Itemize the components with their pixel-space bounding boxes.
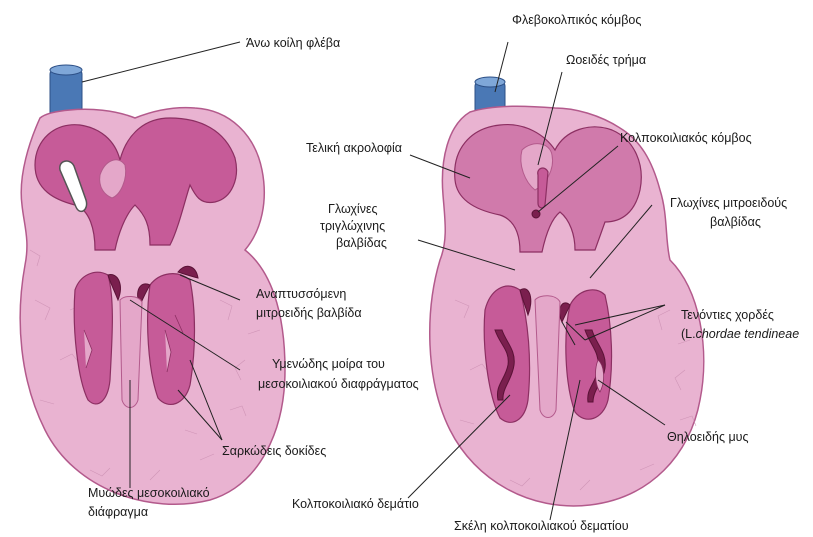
label-chordae-prefix: (L. — [681, 327, 696, 341]
label-membranous-septum-line1: Υμενώδης μοίρα του — [272, 357, 385, 371]
label-developing-mitral-line2: μιτροειδής βαλβίδα — [256, 306, 362, 320]
label-mitral-cusps-line1: Γλωχίνες μιτροειδούς — [670, 196, 787, 210]
left-left-ventricle-cavity — [148, 274, 195, 405]
label-muscular-septum-line2: διάφραγμα — [88, 505, 148, 519]
label-av-bundle: Κολποκοιλιακό δεμάτιο — [292, 497, 419, 511]
label-av-bundle-branches: Σκέλη κολποκοιλιακού δεματίου — [454, 519, 629, 533]
label-tricuspid-cusps-line2: τριγλώχινης — [320, 219, 385, 233]
left-heart-section — [20, 65, 285, 504]
label-foramen-ovale: Ωοειδές τρήμα — [566, 53, 646, 67]
label-tricuspid-cusps-line3: βαλβίδας — [336, 236, 387, 250]
label-muscular-septum-line1: Μυώδες μεσοκοιλιακό — [88, 486, 210, 500]
label-membranous-septum-line2: μεσοκοιλιακού διαφράγματος — [258, 377, 419, 391]
label-mitral-cusps-line2: βαλβίδας — [710, 215, 761, 229]
label-atrioventricular-node: Κολποκοιλιακός κόμβος — [620, 131, 752, 145]
label-papillary-muscle: Θηλοειδής μυς — [667, 430, 749, 444]
label-superior-vena-cava: Άνω κοίλη φλέβα — [246, 36, 340, 50]
label-chordae-line2: (L.chordae tendineae — [681, 327, 799, 341]
label-chordae-line1: Τενόντιες χορδές — [681, 308, 774, 322]
label-sinoatrial-node: Φλεβοκολπικός κόμβος — [512, 13, 641, 27]
label-crista-terminalis: Τελική ακρολοφία — [306, 141, 402, 155]
label-developing-mitral-line1: Αναπτυσσόμενη — [256, 287, 346, 301]
label-tricuspid-cusps-line1: Γλωχίνες — [328, 202, 378, 216]
label-trabeculae-carneae: Σαρκώδεις δοκίδες — [222, 444, 326, 458]
label-chordae-latin: chordae tendineae — [696, 327, 800, 341]
